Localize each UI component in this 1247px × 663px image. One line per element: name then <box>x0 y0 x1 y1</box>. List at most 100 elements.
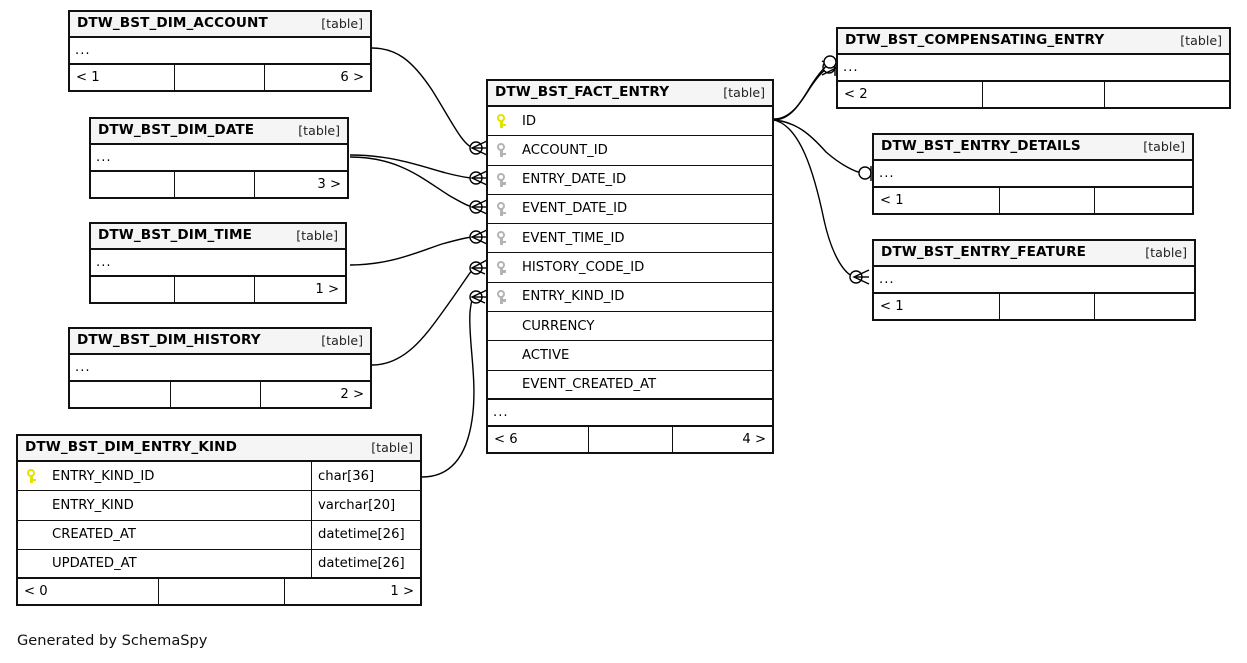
footer-child-count: 2 > <box>260 382 370 407</box>
footer-parent-count <box>91 172 174 197</box>
column-row[interactable]: HISTORY_CODE_ID <box>488 253 772 283</box>
table-footer: < 0 1 > <box>18 579 420 605</box>
edge-dim-date-to-entry-date-id <box>349 154 488 186</box>
table-tag: [table] <box>321 332 363 348</box>
footer-parent-count: < 1 <box>880 192 904 208</box>
column-name: UPDATED_AT <box>52 555 137 571</box>
footer-middle <box>588 426 672 452</box>
column-row[interactable]: EVENT_TIME_ID <box>488 224 772 254</box>
column-type: char[36] <box>311 462 420 491</box>
column-name: ENTRY_KIND_ID <box>52 468 155 484</box>
column-row[interactable]: CREATED_AT datetime[26] <box>18 520 420 550</box>
key-icon-foreign <box>488 289 514 304</box>
table-name: DTW_BST_DIM_TIME <box>98 227 252 244</box>
column-row[interactable]: EVENT_DATE_ID <box>488 195 772 225</box>
footer-parent-count: < 6 <box>494 431 518 447</box>
column-row[interactable]: ID <box>488 107 772 137</box>
column-name: EVENT_DATE_ID <box>522 201 628 217</box>
footer-child-count: 1 > <box>254 277 345 302</box>
table-name: DTW_BST_DIM_HISTORY <box>77 332 261 349</box>
table-name: DTW_BST_ENTRY_FEATURE <box>881 244 1087 261</box>
column-row[interactable]: ENTRY_DATE_ID <box>488 166 772 195</box>
table-name: DTW_BST_DIM_DATE <box>98 122 255 139</box>
table-tag: [table] <box>1180 32 1222 48</box>
generated-by-caption: Generated by SchemaSpy <box>17 632 208 649</box>
edge-dim-account-to-account-id <box>371 47 488 156</box>
column-name: CREATED_AT <box>52 527 136 543</box>
column-type: datetime[26] <box>311 520 420 549</box>
table-header: DTW_BST_ENTRY_FEATURE [table] <box>874 241 1194 267</box>
table-name: DTW_BST_ENTRY_DETAILS <box>881 138 1081 155</box>
key-icon-primary <box>18 469 44 484</box>
collapsed-columns-ellipsis: ... <box>838 55 1229 82</box>
collapsed-columns-ellipsis: ... <box>874 267 1194 294</box>
footer-child-count <box>1094 294 1194 319</box>
table-dtw-bst-dim-entry-kind[interactable]: DTW_BST_DIM_ENTRY_KIND [table] ENTRY_KIN… <box>16 434 422 607</box>
column-name: CURRENCY <box>522 318 595 334</box>
column-row[interactable]: ENTRY_KIND varchar[20] <box>18 491 420 521</box>
footer-middle <box>158 579 284 605</box>
footer-child-count: 3 > <box>254 172 347 197</box>
footer-parent-count: < 1 <box>880 298 904 314</box>
table-header: DTW_BST_COMPENSATING_ENTRY [table] <box>838 29 1229 55</box>
footer-child-count: 1 > <box>284 579 420 605</box>
table-tag: [table] <box>1145 244 1187 260</box>
table-dtw-bst-dim-history[interactable]: DTW_BST_DIM_HISTORY [table] ... 2 > <box>68 327 372 409</box>
table-dtw-bst-dim-date[interactable]: DTW_BST_DIM_DATE [table] ... 3 > <box>89 117 349 199</box>
table-dtw-bst-entry-feature[interactable]: DTW_BST_ENTRY_FEATURE [table] ... < 1 <box>872 239 1196 321</box>
column-name: ENTRY_KIND <box>52 497 134 513</box>
table-dtw-bst-entry-details[interactable]: DTW_BST_ENTRY_DETAILS [table] ... < 1 <box>872 133 1194 215</box>
table-tag: [table] <box>298 122 340 138</box>
column-name: EVENT_CREATED_AT <box>522 376 657 392</box>
key-icon-foreign <box>488 231 514 246</box>
table-header: DTW_BST_ENTRY_DETAILS [table] <box>874 135 1192 161</box>
table-name: DTW_BST_DIM_ENTRY_KIND <box>25 439 237 456</box>
footer-parent-count <box>91 277 174 302</box>
key-icon-foreign <box>488 172 514 187</box>
table-dtw-bst-dim-account[interactable]: DTW_BST_DIM_ACCOUNT [table] ... < 1 6 > <box>68 10 372 92</box>
table-footer: 1 > <box>91 277 345 302</box>
column-row[interactable]: CURRENCY <box>488 312 772 342</box>
edge-fact-entry-to-compensating-entry-b <box>773 55 838 121</box>
key-icon-primary <box>488 114 514 129</box>
column-type: datetime[26] <box>311 549 420 578</box>
column-row[interactable]: ENTRY_KIND_ID char[36] <box>18 462 420 492</box>
column-name: EVENT_TIME_ID <box>522 230 625 246</box>
column-row[interactable]: EVENT_CREATED_AT <box>488 371 772 400</box>
table-name: DTW_BST_FACT_ENTRY <box>495 84 670 101</box>
footer-child-count: 4 > <box>672 426 772 452</box>
table-footer: < 1 <box>874 188 1192 213</box>
key-icon-foreign <box>488 260 514 275</box>
footer-middle <box>999 294 1094 319</box>
column-row[interactable]: ACTIVE <box>488 341 772 371</box>
column-row[interactable]: ENTRY_KIND_ID <box>488 283 772 313</box>
column-name: ACCOUNT_ID <box>522 142 608 158</box>
edge-fact-entry-to-entry-feature <box>773 119 870 285</box>
column-name: ENTRY_DATE_ID <box>522 172 627 188</box>
table-header: DTW_BST_DIM_HISTORY [table] <box>70 329 370 355</box>
footer-parent-count: < 0 <box>24 584 48 600</box>
footer-child-count: 6 > <box>264 65 370 90</box>
footer-parent-count: < 1 <box>76 69 100 85</box>
column-name: ID <box>522 113 537 129</box>
table-header: DTW_BST_FACT_ENTRY [table] <box>488 81 772 107</box>
column-row[interactable]: ACCOUNT_ID <box>488 136 772 166</box>
table-dtw-bst-dim-time[interactable]: DTW_BST_DIM_TIME [table] ... 1 > <box>89 222 347 304</box>
table-header: DTW_BST_DIM_DATE [table] <box>91 119 347 145</box>
table-dtw-bst-fact-entry[interactable]: DTW_BST_FACT_ENTRY [table] ID ACCOUNT_ID… <box>486 79 774 454</box>
edge-fact-entry-to-compensating-entry-a <box>773 60 838 120</box>
footer-parent-count: < 2 <box>844 86 868 102</box>
collapsed-columns-ellipsis: ... <box>488 400 772 427</box>
column-name: ACTIVE <box>522 347 570 363</box>
table-tag: [table] <box>371 439 413 455</box>
table-tag: [table] <box>296 227 338 243</box>
table-footer: 3 > <box>91 172 347 197</box>
collapsed-columns-ellipsis: ... <box>70 38 370 65</box>
column-row[interactable]: UPDATED_AT datetime[26] <box>18 549 420 580</box>
column-type: varchar[20] <box>311 491 420 520</box>
column-name: HISTORY_CODE_ID <box>522 260 645 276</box>
footer-child-count <box>1104 82 1229 107</box>
table-name: DTW_BST_COMPENSATING_ENTRY <box>845 32 1105 49</box>
table-dtw-bst-compensating-entry[interactable]: DTW_BST_COMPENSATING_ENTRY [table] ... <… <box>836 27 1231 109</box>
